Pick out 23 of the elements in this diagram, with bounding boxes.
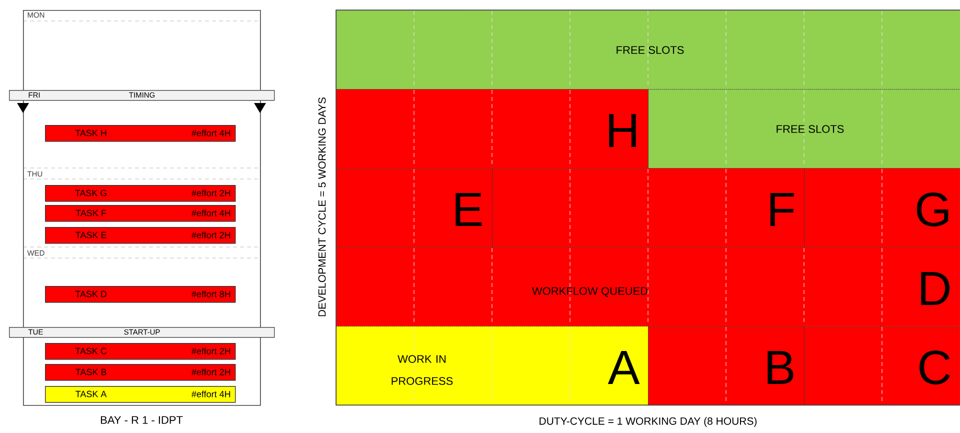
block-letter: G bbox=[916, 192, 948, 226]
task-bar: TASK E #effort 2H bbox=[45, 227, 236, 244]
task-bar: TASK D #effort 8H bbox=[45, 286, 236, 303]
axis-label: DUTY-CYCLE = 1 WORKING DAY (8 HOURS) bbox=[540, 417, 757, 427]
task-bar: TASK A #effort 4H bbox=[45, 386, 236, 403]
block-letter: C bbox=[920, 350, 950, 384]
task-bar: TASK C #effort 2H bbox=[45, 343, 236, 360]
block-letter: F bbox=[770, 192, 794, 226]
block-letter: B bbox=[768, 350, 794, 384]
task-bar: TASK G #effort 2H bbox=[45, 185, 236, 202]
task-bar: TASK B #effort 2H bbox=[45, 364, 236, 381]
block-letter: E bbox=[456, 192, 482, 226]
task-bar: TASK H #effort 4H bbox=[45, 125, 236, 142]
axis-label: DEVELOPMENT CYCLE = 5 WORKING DAYS bbox=[318, 97, 326, 316]
block-letter: H bbox=[609, 114, 636, 147]
bay-label: BAY - R 1 - IDPT bbox=[100, 416, 183, 424]
status-text: FREE SLOTS bbox=[776, 125, 844, 133]
block-letter: D bbox=[921, 272, 950, 305]
status-text: FREE SLOTS bbox=[616, 46, 684, 54]
status-text: WORK IN PROGRESS bbox=[392, 355, 453, 385]
status-text: WORKFLOW QUEUED bbox=[532, 287, 648, 297]
block-letter: A bbox=[608, 350, 640, 384]
task-bar: TASK F #effort 4H bbox=[45, 205, 236, 222]
